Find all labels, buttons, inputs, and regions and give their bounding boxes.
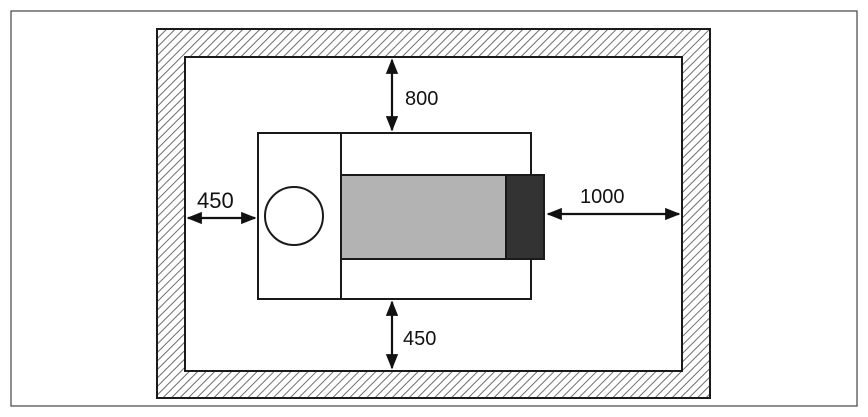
left-clearance-label: 450 [197, 188, 234, 213]
equipment-port-circle [264, 186, 324, 246]
equipment [257, 132, 545, 300]
bottom-clearance-label: 450 [403, 328, 436, 350]
right-clearance-label: 1000 [580, 186, 625, 208]
top-clearance-label: 800 [405, 88, 438, 110]
equipment-tank-body [340, 174, 507, 260]
room-walls [156, 28, 711, 399]
equipment-tank-end [505, 174, 545, 260]
